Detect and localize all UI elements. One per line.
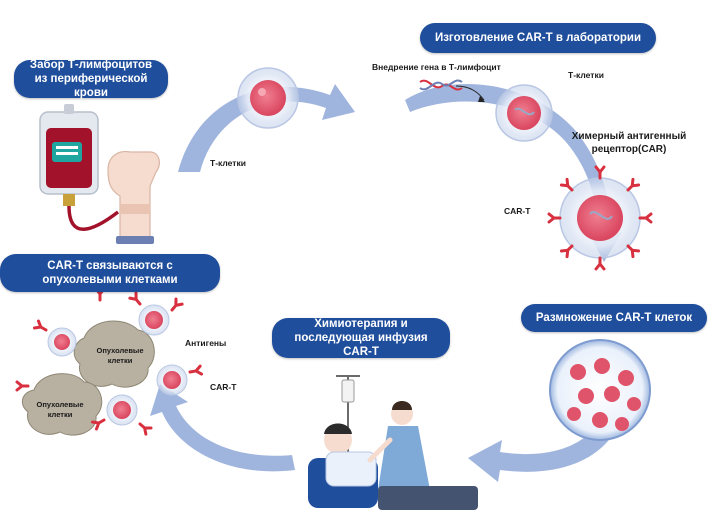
- label-tumor-cells-2: Опухолевые клетки: [36, 400, 84, 419]
- t-cell-engineered: [495, 84, 553, 142]
- dna-icon: [419, 79, 485, 102]
- cycle-arrow-top-right: [405, 84, 622, 263]
- petri-dish: [549, 339, 651, 441]
- label-t-cells-left: Т-клетки: [210, 158, 246, 168]
- car-t-bound-cells: [15, 287, 204, 436]
- doctor-illustration: [367, 401, 478, 510]
- label-t-cells-right: Т-клетки: [568, 70, 604, 80]
- hand-illustration: [107, 150, 160, 244]
- cycle-arrow-bottom-right: [468, 405, 625, 482]
- label-car-t-left: CAR-T: [210, 382, 237, 392]
- label-tumor-cells-1: Опухолевые клетки: [96, 346, 144, 365]
- label-gene-insertion: Внедрение гена в Т-лимфоцит: [372, 62, 501, 72]
- tumor-cell-1: [73, 320, 155, 388]
- label-car-receptor: Химерный антигенный рецептор(CAR): [571, 131, 687, 155]
- step-manufacturing-pill: Изготовление CAR-T в лаборатории: [420, 23, 656, 53]
- step-expansion-pill: Размножение CAR-T клеток: [521, 304, 707, 332]
- step-binding-pill: CAR-T связываются с опухолевыми клетками: [0, 254, 220, 292]
- step-collection-pill: Забор Т-лимфоцитов из периферической кро…: [14, 59, 168, 99]
- patient-illustration: [308, 423, 378, 508]
- t-cell-collected: [237, 67, 299, 129]
- label-antigens: Антигены: [185, 338, 227, 348]
- step-infusion-pill: Химиотерапия и последующая инфузия CAR-T: [272, 318, 450, 358]
- cycle-arrow-bottom-left: [150, 384, 295, 472]
- car-t-cell: [547, 165, 653, 271]
- tumor-cell-2: [21, 373, 103, 436]
- blood-bag-illustration: [39, 104, 120, 231]
- label-car-t-right: CAR-T: [504, 206, 531, 216]
